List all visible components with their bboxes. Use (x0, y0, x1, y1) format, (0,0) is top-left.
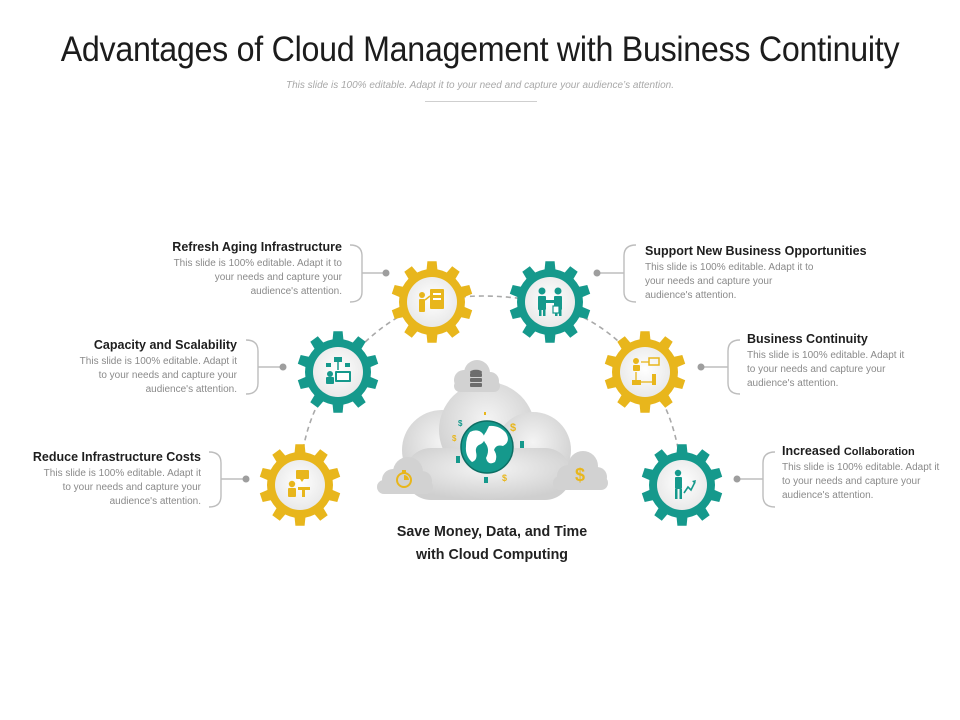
svg-text:$: $ (510, 422, 516, 434)
bracket-dot-capacity (279, 363, 287, 371)
meeting-icon (288, 470, 310, 497)
bracket-refresh (349, 244, 383, 303)
item-description: This slide is 100% editable. Adapt it to… (747, 350, 905, 389)
item-description: This slide is 100% editable. Adapt it to… (43, 468, 201, 507)
bracket-capacity (245, 339, 280, 395)
item-continuity: Business Continuity This slide is 100% e… (747, 332, 937, 391)
presentation-icon (419, 289, 444, 312)
workflow-icon (632, 357, 660, 385)
bracket-continuity (704, 339, 741, 395)
bracket-dot-continuity (697, 363, 705, 371)
bracket-dot-support (593, 269, 601, 277)
bracket-dot-collab (733, 475, 741, 483)
globe-orbit-symbols: $ $ $ $ (452, 412, 524, 483)
handshake-icon (538, 287, 562, 316)
item-capacity: Capacity and Scalability This slide is 1… (30, 338, 237, 397)
center-caption: Save Money, Data, and Time with Cloud Co… (396, 523, 588, 563)
item-heading: Capacity and Scalability (93, 338, 237, 352)
bracket-support (600, 244, 637, 303)
gear-refresh-icon (391, 261, 473, 343)
bracket-collab (740, 451, 776, 508)
gear-reduce-icon (259, 444, 341, 526)
item-description: This slide is 100% editable. Adapt it to… (79, 356, 237, 395)
gear-continuity-icon (604, 331, 686, 413)
gear-collab-icon (641, 444, 723, 526)
page-subtitle: This slide is 100% editable. Adapt it to… (285, 80, 675, 91)
item-support: Support New Business Opportunities This … (645, 244, 895, 303)
item-description: This slide is 100% editable. Adapt it to… (173, 258, 342, 297)
bracket-reduce (208, 451, 243, 508)
bracket-dot-reduce (242, 475, 250, 483)
svg-text:$: $ (502, 473, 507, 483)
item-reduce: Reduce Infrastructure Costs This slide i… (8, 450, 201, 509)
item-heading: Support New Business Opportunities (645, 244, 867, 258)
item-heading: Increased Collaboration (782, 444, 915, 458)
stopwatch-cloud-icon (377, 457, 433, 494)
dollar-cloud-icon: $ (553, 451, 608, 490)
svg-text:$: $ (452, 434, 457, 443)
item-collab: Increased Collaboration This slide is 10… (782, 444, 957, 503)
item-heading: Refresh Aging Infrastructure (172, 240, 342, 254)
item-description: This slide is 100% editable. Adapt it to… (782, 462, 940, 501)
item-heading: Business Continuity (747, 332, 868, 346)
item-description: This slide is 100% editable. Adapt it to… (645, 262, 814, 301)
gear-capacity-icon (297, 331, 379, 413)
globe-icon (460, 420, 514, 474)
gear-support-icon (509, 261, 591, 343)
svg-text:$: $ (575, 465, 585, 485)
database-cloud-icon (454, 360, 500, 392)
page-title: Advantages of Cloud Management with Busi… (60, 30, 900, 69)
gears-group (259, 261, 723, 526)
svg-text:$: $ (458, 419, 463, 428)
item-heading: Reduce Infrastructure Costs (32, 450, 201, 464)
person-chart-icon (674, 469, 696, 499)
bracket-dot-refresh (382, 269, 390, 277)
title-divider (425, 101, 537, 102)
network-computer-icon (326, 357, 351, 384)
item-refresh: Refresh Aging Infrastructure This slide … (110, 240, 342, 299)
